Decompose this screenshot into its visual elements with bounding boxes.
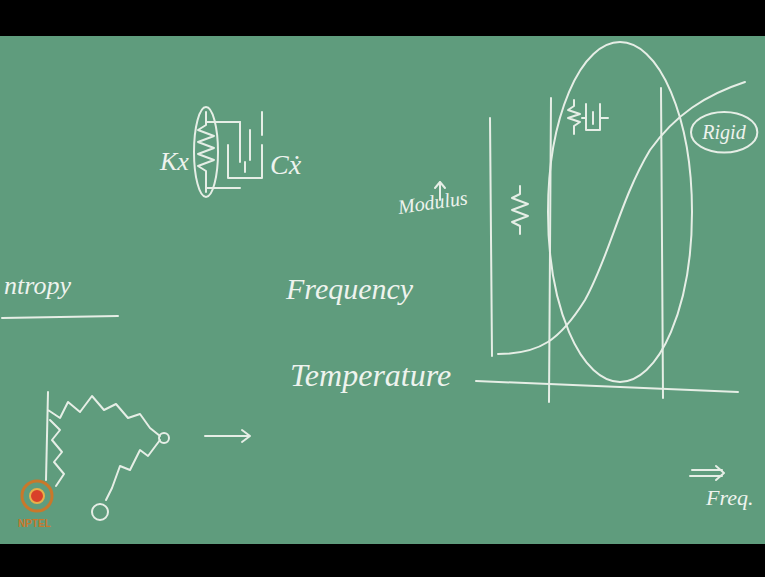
logo-core (30, 489, 44, 503)
x-axis (476, 381, 738, 392)
dashpot-symbol (228, 112, 262, 178)
chalk-label: Freq. (706, 486, 753, 510)
chain-end (159, 433, 169, 443)
spring-symbol (198, 112, 214, 192)
circled-spring (194, 107, 218, 197)
transition-region (548, 42, 692, 382)
polymer-chain (46, 392, 160, 500)
logo-ring (22, 481, 52, 511)
chalk-label: Kx (160, 148, 189, 177)
chalk-label: Frequency (286, 272, 413, 305)
chalk-label: ntropy (4, 272, 71, 301)
arrow (205, 430, 250, 442)
chalk-label: Cẋ (270, 150, 301, 181)
spring-symbol (512, 186, 528, 234)
arrow (690, 466, 724, 480)
dashpot-symbol (582, 104, 608, 130)
chain-end (92, 504, 108, 520)
underline (2, 316, 118, 318)
y-axis (490, 118, 492, 356)
node-text: Rigid (702, 121, 765, 143)
circled-note: Rigid (690, 111, 758, 154)
chalk-label: NPTEL (18, 518, 51, 529)
chalk-label: Temperature (290, 358, 451, 393)
spring-symbol (568, 100, 580, 134)
